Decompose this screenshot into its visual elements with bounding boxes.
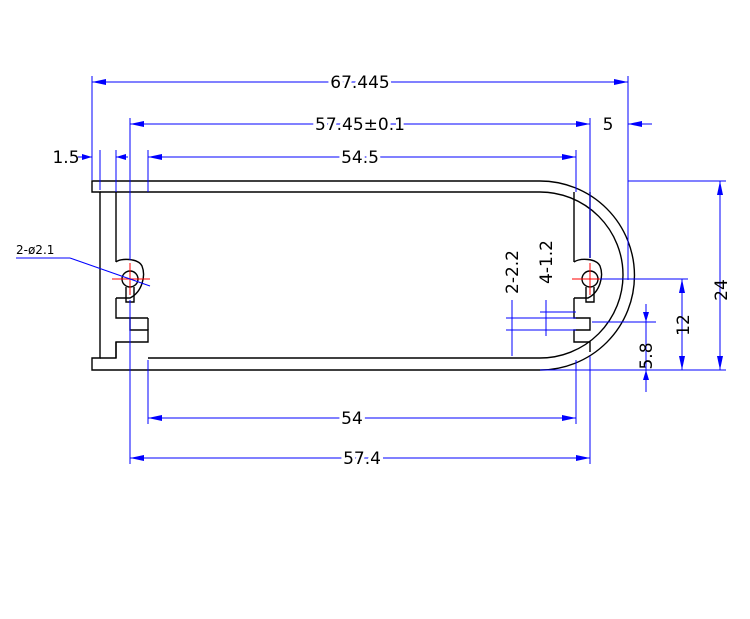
dim-overall-width-label: 67.445 — [330, 73, 389, 93]
dim-hole-callout-label: 2-ø2.1 — [16, 243, 54, 257]
hole-centerlines — [112, 263, 608, 295]
dim-gap-callout-label: 2-2.2 — [503, 250, 523, 294]
dim-web-callout-label: 4-1.2 — [537, 240, 557, 284]
dim-web-callout — [540, 300, 576, 336]
dim-tip-offset-label: 5 — [603, 115, 614, 135]
dim-inner-top — [147, 150, 577, 192]
dim-inner-top-label: 54.5 — [341, 148, 379, 168]
dim-outer-bottom-label: 57.4 — [343, 449, 381, 469]
dim-inner-bottom — [147, 360, 577, 424]
dim-slot-span-label: 57.45±0.1 — [315, 115, 405, 135]
dim-lower-offset-label: 5.8 — [637, 342, 657, 369]
dim-height-label: 24 — [712, 279, 732, 301]
dim-wall-thickness — [78, 150, 128, 192]
dim-height — [540, 180, 726, 371]
dim-half-height — [600, 278, 688, 370]
dim-outer-bottom — [129, 300, 591, 464]
dim-inner-bottom-label: 54 — [341, 409, 363, 429]
dim-wall-thickness-label: 1.5 — [52, 148, 79, 168]
dim-gap-callout — [506, 300, 576, 356]
dim-overall-width — [91, 76, 629, 280]
dim-hole-callout — [16, 257, 151, 287]
dim-half-height-label: 12 — [674, 314, 694, 336]
dim-lower-offset — [592, 304, 656, 392]
dim-slot-span — [129, 118, 652, 260]
